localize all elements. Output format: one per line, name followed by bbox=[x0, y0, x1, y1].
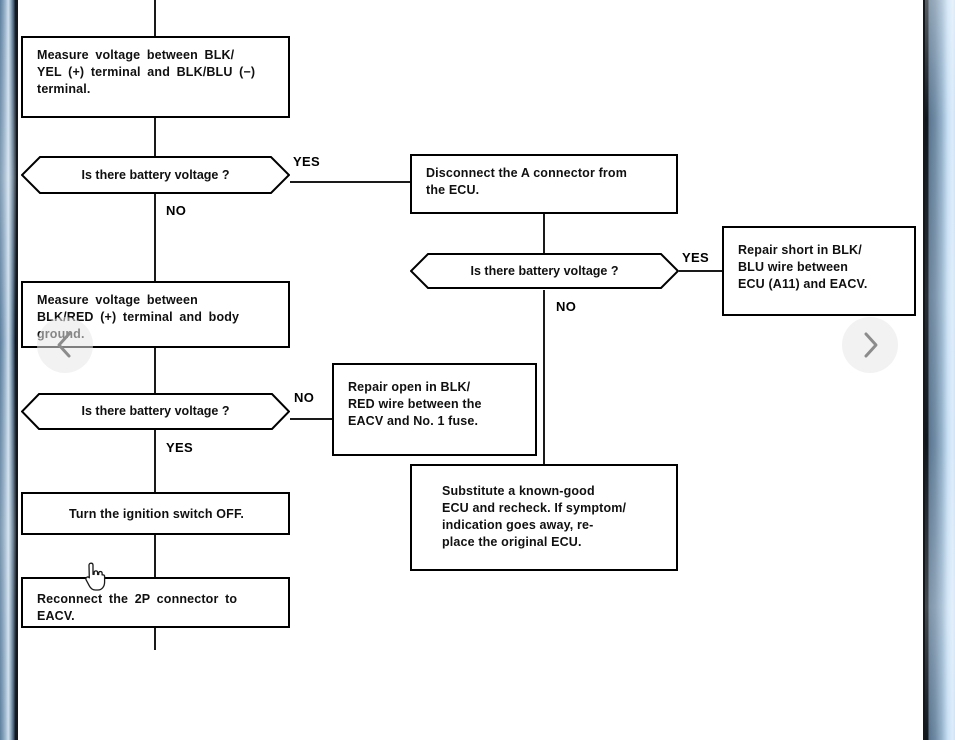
page-gutter-right bbox=[925, 0, 955, 740]
previous-page-button[interactable] bbox=[37, 317, 93, 373]
connector-n4-to-d3 bbox=[154, 348, 156, 395]
decision-battery-voltage-3-text: Is there battery voltage ? bbox=[81, 404, 230, 418]
connector-d2-no-to-n6 bbox=[543, 290, 545, 466]
connector-d1-no-to-n4 bbox=[154, 192, 156, 282]
connector-d1-yes-to-n2 bbox=[290, 181, 412, 183]
edge-label-no-3: NO bbox=[294, 390, 315, 405]
decision-battery-voltage-3: Is there battery voltage ? bbox=[21, 393, 290, 430]
connector-n2-to-d2 bbox=[543, 214, 545, 256]
flowchart-canvas: Measure voltage between BLK/ YEL (+) ter… bbox=[16, 0, 925, 740]
chevron-right-icon bbox=[857, 330, 883, 360]
action-substitute-ecu: Substitute a known-good ECU and recheck.… bbox=[410, 464, 678, 571]
step-disconnect-a-connector: Disconnect the A connector from the ECU. bbox=[410, 154, 678, 214]
connector-d2-yes-to-n3 bbox=[679, 270, 723, 272]
edge-label-yes-2: YES bbox=[682, 250, 709, 265]
connector-top-stem bbox=[154, 0, 156, 38]
page-gutter-left-sheen bbox=[0, 0, 16, 740]
connector-n1-to-d1 bbox=[154, 118, 156, 158]
next-page-button[interactable] bbox=[842, 317, 898, 373]
decision-battery-voltage-2-text: Is there battery voltage ? bbox=[470, 263, 619, 278]
action-repair-open-blk-red: Repair open in BLK/ RED wire between the… bbox=[332, 363, 537, 456]
action-repair-open-blk-red-text: Repair open in BLK/ RED wire between the… bbox=[348, 380, 482, 428]
step-measure-blk-yel: Measure voltage between BLK/ YEL (+) ter… bbox=[21, 36, 290, 118]
connector-d3-yes-to-n7 bbox=[154, 428, 156, 492]
step-disconnect-a-connector-text: Disconnect the A connector from the ECU. bbox=[426, 166, 627, 197]
step-ignition-switch-off-text: Turn the ignition switch OFF. bbox=[69, 507, 244, 521]
connector-d3-no-to-n5 bbox=[290, 418, 333, 420]
step-reconnect-2p-connector: Reconnect the 2P connector to EACV. bbox=[21, 577, 290, 628]
edge-label-no-1: NO bbox=[166, 203, 187, 218]
decision-battery-voltage-2: Is there battery voltage ? bbox=[410, 253, 679, 289]
action-repair-short-blk-blu: Repair short in BLK/ BLU wire between EC… bbox=[722, 226, 916, 316]
connector-n8-bottom-stem bbox=[154, 628, 156, 650]
step-measure-blk-yel-text: Measure voltage between BLK/ YEL (+) ter… bbox=[37, 48, 256, 96]
page-gutter-right-sheen bbox=[925, 0, 955, 740]
edge-label-yes-3: YES bbox=[166, 440, 193, 455]
page-edge-line-left bbox=[16, 0, 18, 740]
action-repair-short-blk-blu-text: Repair short in BLK/ BLU wire between EC… bbox=[738, 243, 868, 291]
step-ignition-switch-off: Turn the ignition switch OFF. bbox=[21, 492, 290, 535]
step-reconnect-2p-connector-text: Reconnect the 2P connector to EACV. bbox=[37, 592, 238, 623]
edge-label-yes-1: YES bbox=[293, 154, 320, 169]
chevron-left-icon bbox=[52, 330, 78, 360]
action-substitute-ecu-text: Substitute a known-good ECU and recheck.… bbox=[442, 484, 627, 549]
page-gutter-left bbox=[0, 0, 16, 740]
page-edge-line-right bbox=[923, 0, 925, 740]
edge-label-no-2: NO bbox=[556, 299, 577, 314]
decision-battery-voltage-1: Is there battery voltage ? bbox=[21, 156, 290, 194]
connector-n7-to-n8 bbox=[154, 535, 156, 577]
decision-battery-voltage-1-text: Is there battery voltage ? bbox=[81, 167, 230, 182]
